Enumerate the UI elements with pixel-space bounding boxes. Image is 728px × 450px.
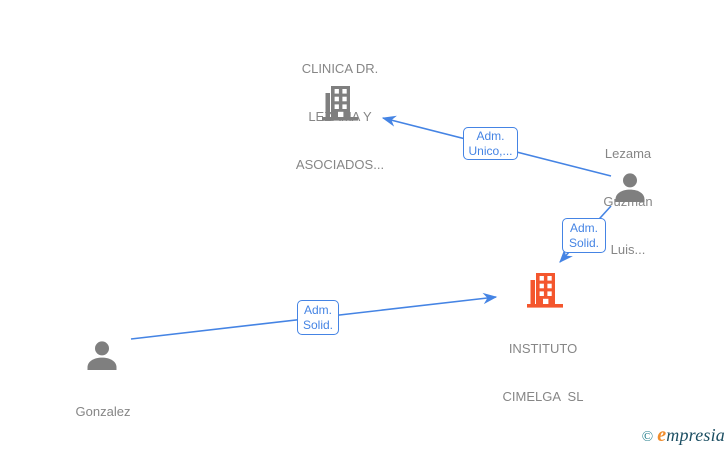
person-icon [85, 341, 119, 370]
empresia-wordmark: empresia [657, 424, 725, 447]
copyright-icon: © [641, 429, 654, 445]
node-gonzalez-label-line: Gonzalez [75, 404, 131, 419]
node-instituto-label: INSTITUTO CIMELGA SL [473, 309, 613, 437]
edge-label-line: Unico,... [468, 143, 513, 158]
edge-label-line: Adm. [476, 128, 505, 143]
building-icon [527, 272, 563, 308]
edge-label-line: Solid. [302, 317, 334, 332]
building-icon [322, 85, 358, 121]
edge-label-adm-solid-right: Adm. Solid. [562, 218, 606, 253]
node-instituto-label-line: INSTITUTO [508, 341, 578, 356]
edge-label-adm-solid-left: Adm. Solid. [297, 300, 339, 335]
person-icon [613, 173, 647, 202]
node-clinica-label-line: CLINICA DR. [301, 61, 379, 76]
empresia-wordmark-rest: mpresia [666, 425, 725, 445]
edge-label-line: Adm. [569, 220, 598, 235]
node-clinica-label-line: ASOCIADOS... [295, 157, 385, 172]
empresia-wordmark-e: e [657, 424, 667, 446]
node-lezama-label-line: Luis... [610, 242, 646, 257]
node-clinica-label: CLINICA DR. LEZAMA Y ASOCIADOS... [270, 29, 410, 205]
node-instituto-label-line: CIMELGA SL [502, 389, 584, 404]
empresia-logo[interactable]: © empresia [642, 424, 725, 447]
edge-label-adm-unico: Adm. Unico,... [463, 127, 518, 160]
edge-label-line: Solid. [568, 235, 600, 250]
node-lezama-label: Lezama Guzman Luis... [558, 114, 698, 290]
edge-label-line: Adm. [303, 302, 332, 317]
node-gonzalez-label: Gonzalez Seijas Luis Miguel [33, 372, 173, 450]
node-lezama-label-line: Lezama [604, 146, 652, 161]
